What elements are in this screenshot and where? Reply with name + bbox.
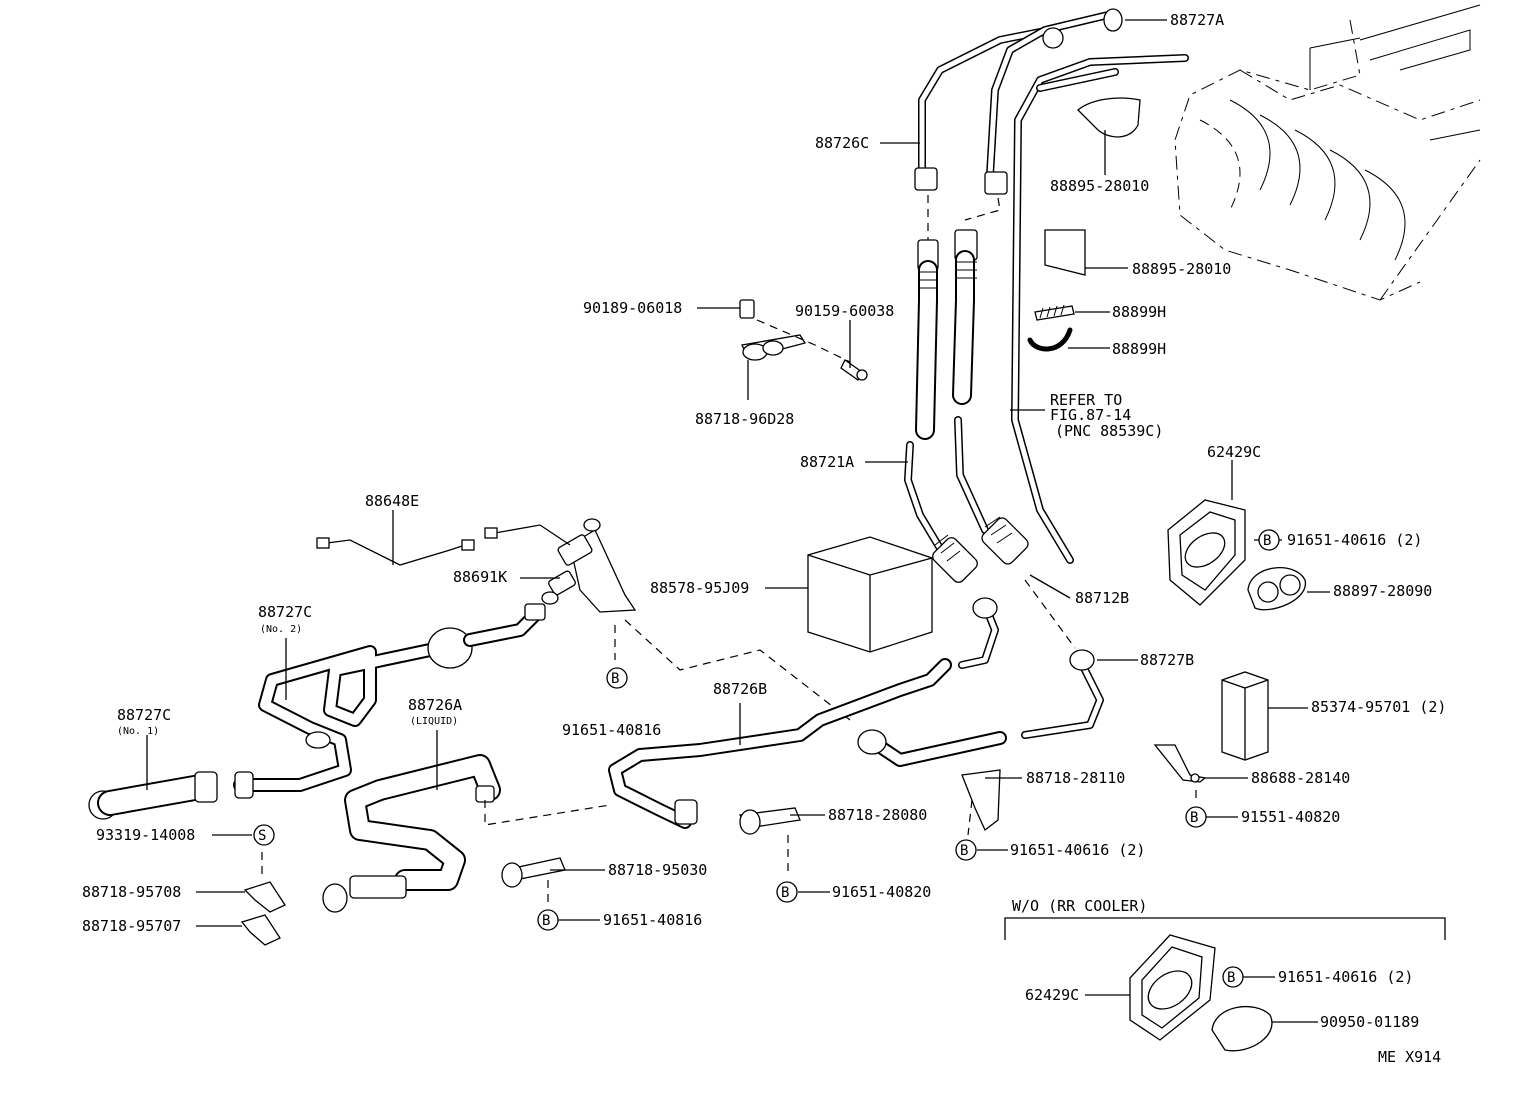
- svg-text:B: B: [960, 843, 968, 859]
- label-93319-14008: 93319-14008: [96, 826, 195, 844]
- label-88727b: 88727B: [1140, 651, 1194, 669]
- label-91651-40816-a: 91651-40816: [562, 721, 661, 739]
- insulator-88895-lower: [1044, 229, 1086, 276]
- upper-right-nut: [984, 171, 1008, 195]
- label-88899h-b: 88899H: [1112, 340, 1166, 358]
- label-88895-28010-b: 88895-28010: [1132, 260, 1231, 278]
- wo-section-bracket: [1004, 917, 1446, 940]
- badge-b-3: B: [1185, 806, 1207, 828]
- label-91651-40616-c: 91651-40616 (2): [1278, 968, 1413, 986]
- plate-62429c-a: [1167, 499, 1246, 606]
- label-no1: (No. 1): [117, 726, 159, 737]
- badge-b-1: B: [1258, 529, 1280, 551]
- badge-b-4: B: [955, 839, 977, 861]
- label-88648e: 88648E: [365, 492, 419, 510]
- refer-note: REFER TO FIG.87-14 (PNC 88539C): [1050, 391, 1163, 440]
- badge-b-6: B: [537, 909, 559, 931]
- label-88727c-no2: 88727C: [258, 603, 312, 621]
- label-88691k: 88691K: [453, 568, 507, 586]
- vertical-hoses: [904, 229, 989, 569]
- label-88712b: 88712B: [1075, 589, 1129, 607]
- svg-text:B: B: [542, 913, 550, 929]
- label-liquid: (LIQUID): [410, 716, 458, 727]
- label-88718-95030: 88718-95030: [608, 861, 707, 879]
- bracket-88688-28140: [1153, 744, 1207, 783]
- svg-text:B: B: [781, 885, 789, 901]
- badge-b-2: B: [606, 667, 628, 689]
- label-91651-40616-b: 91651-40616 (2): [1010, 841, 1145, 859]
- relay-85374: [1221, 671, 1269, 761]
- label-90950-01189: 90950-01189: [1320, 1013, 1419, 1031]
- 88727a-nut: [1103, 8, 1123, 32]
- label-88718-28080: 88718-28080: [828, 806, 927, 824]
- label-91651-40820: 91651-40820: [832, 883, 931, 901]
- clamp-88899h-b: [1027, 327, 1073, 352]
- label-88578-95j09: 88578-95J09: [650, 579, 749, 597]
- label-88727a: 88727A: [1170, 11, 1224, 29]
- line-88727c-no2: [233, 603, 546, 792]
- label-88899h-a: 88899H: [1112, 303, 1166, 321]
- line-88726b: [608, 658, 1007, 829]
- clamp-88718-28080: [738, 807, 801, 835]
- label-85374-95701: 85374-95701 (2): [1311, 698, 1446, 716]
- label-88726b: 88726B: [713, 680, 767, 698]
- label-88688-28140: 88688-28140: [1251, 769, 1350, 787]
- badge-s: S: [253, 824, 275, 846]
- badge-b-5: B: [776, 881, 798, 903]
- svg-text:B: B: [1263, 533, 1271, 549]
- part-labels: 88727A 88726C 88895-28010 88895-28010 88…: [82, 11, 1446, 1031]
- leader-lines: [146, 19, 1330, 1023]
- line-88727c-no1: [88, 771, 254, 820]
- switch-88691k: [541, 518, 637, 613]
- svg-text:S: S: [258, 828, 266, 844]
- wire-88648e: [316, 524, 571, 566]
- label-88726a: 88726A: [408, 696, 462, 714]
- bracket-88718-96d28: [739, 299, 868, 381]
- upper-pipes: [918, 11, 1189, 564]
- wo-section-title: W/O (RR COOLER): [1012, 897, 1147, 915]
- label-88721a: 88721A: [800, 453, 854, 471]
- 88726b-upper-fitting: [972, 597, 998, 619]
- label-88718-96d28: 88718-96D28: [695, 410, 794, 428]
- label-62429c-a: 62429C: [1207, 443, 1261, 461]
- plate-62429c-b: [1129, 934, 1216, 1041]
- figure-code: ME X914: [1378, 1048, 1441, 1066]
- box-88578: [807, 536, 933, 653]
- label-91551-40820: 91551-40820: [1241, 808, 1340, 826]
- label-90159-60038: 90159-60038: [795, 302, 894, 320]
- clamp-88718-95707: [240, 914, 281, 946]
- clamp-88718-95030: [501, 857, 566, 888]
- hose-88712b: [932, 516, 1029, 583]
- svg-text:B: B: [1227, 970, 1235, 986]
- 88727a-fitting: [1042, 27, 1064, 49]
- svg-text:(PNC 88539C): (PNC 88539C): [1055, 422, 1163, 440]
- grommet-88897: [1247, 567, 1306, 611]
- 88726c-nut: [914, 167, 938, 191]
- label-90189-06018: 90189-06018: [583, 299, 682, 317]
- plug-90950: [1211, 1005, 1273, 1052]
- badge-b-7: B: [1222, 966, 1244, 988]
- label-88718-95708: 88718-95708: [82, 883, 181, 901]
- label-91651-40616-a: 91651-40616 (2): [1287, 531, 1422, 549]
- clamp-88718-95708: [243, 881, 286, 913]
- label-88718-95707: 88718-95707: [82, 917, 181, 935]
- svg-text:REFER TO: REFER TO: [1050, 391, 1122, 409]
- svg-text:FIG.87-14: FIG.87-14: [1050, 406, 1131, 424]
- clamp-88718-28110: [961, 769, 1001, 832]
- label-62429c-b: 62429C: [1025, 986, 1079, 1004]
- svg-text:B: B: [611, 671, 619, 687]
- label-88727c-no1: 88727C: [117, 706, 171, 724]
- label-91651-40816-b: 91651-40816: [603, 911, 702, 929]
- label-88726c: 88726C: [815, 134, 869, 152]
- label-88895-28010-a: 88895-28010: [1050, 177, 1149, 195]
- line-88726a: [322, 754, 501, 913]
- label-88897-28090: 88897-28090: [1333, 582, 1432, 600]
- insulator-88895-upper: [1077, 97, 1141, 138]
- label-88718-28110: 88718-28110: [1026, 769, 1125, 787]
- cooling-unit-outline: [1174, 4, 1481, 301]
- 88727b-fitting: [1069, 649, 1095, 671]
- label-no2: (No. 2): [260, 624, 302, 635]
- svg-text:B: B: [1190, 810, 1198, 826]
